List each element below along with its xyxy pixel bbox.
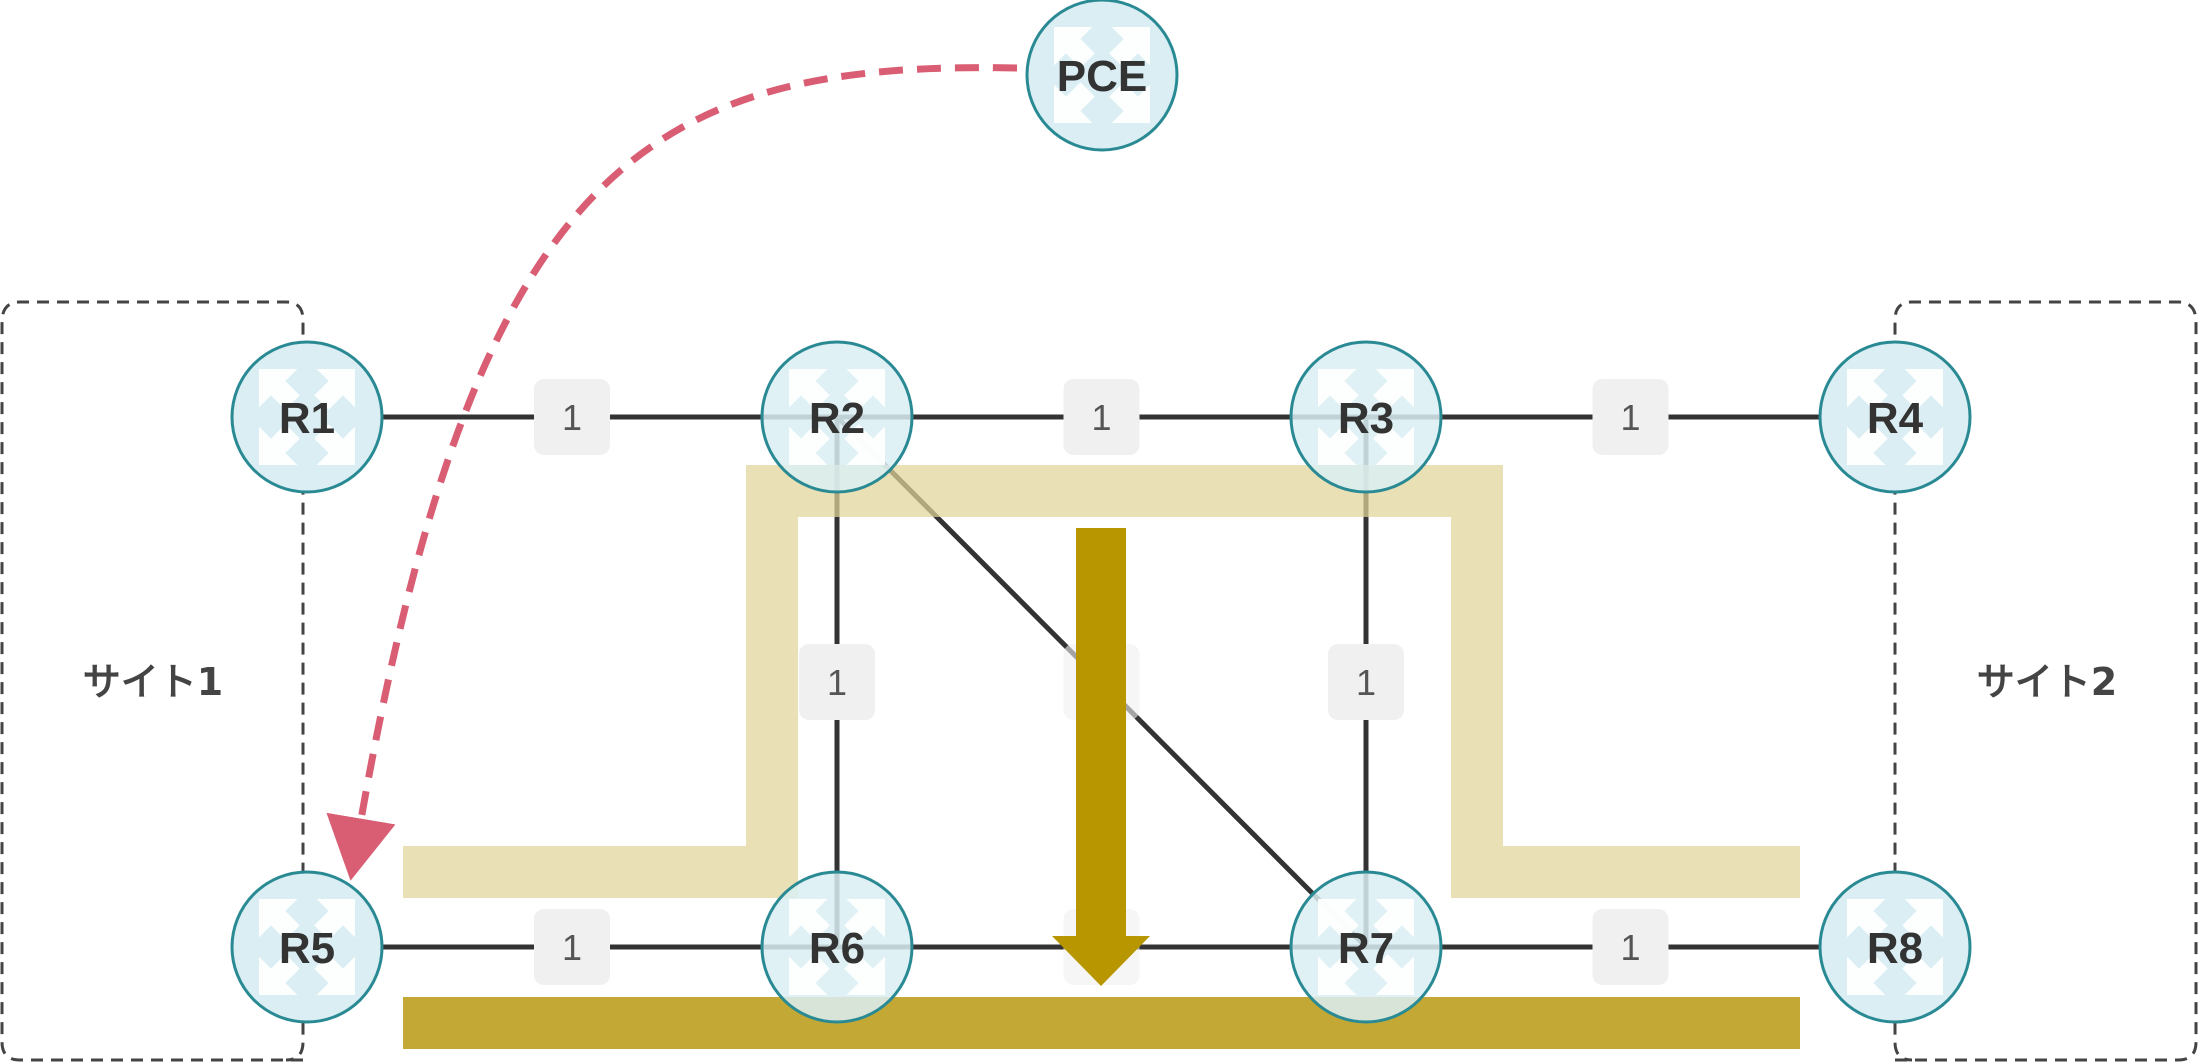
router-pce[interactable]: PCE: [1025, 0, 1179, 152]
router-label: R2: [809, 394, 865, 443]
router-label: R5: [279, 924, 335, 973]
shift-arrow: [1052, 528, 1150, 986]
router-label: R4: [1867, 394, 1924, 443]
router-r5[interactable]: R5: [230, 870, 384, 1024]
metric-box: [1328, 644, 1404, 720]
metric-label: 1: [827, 662, 847, 703]
metric-label: 1: [1356, 662, 1376, 703]
router-label: R6: [809, 924, 865, 973]
router-r1[interactable]: R1: [230, 340, 384, 494]
router-label: R7: [1338, 924, 1394, 973]
metric-box: [534, 909, 610, 985]
router-r6[interactable]: R6: [760, 870, 914, 1024]
router-label: R3: [1338, 394, 1394, 443]
metric-box: [1063, 379, 1140, 455]
pce-to-r5-arrow: [326, 64, 1018, 881]
router-label: PCE: [1057, 52, 1147, 101]
metric-label: 1: [1620, 927, 1640, 968]
primary-path-highlight: [403, 997, 1800, 1049]
site1-label: サイト1: [83, 660, 223, 704]
metric-label: 1: [562, 927, 582, 968]
path-highlights: [403, 465, 1800, 1049]
site-boundaries: サイト1 サイト2: [0, 300, 2198, 1062]
router-r8[interactable]: R8: [1818, 870, 1972, 1024]
shift-arrow-shaft: [1076, 528, 1126, 938]
router-r3[interactable]: R3: [1289, 340, 1443, 494]
router-r2[interactable]: R2: [760, 340, 914, 494]
site2-label: サイト2: [1977, 660, 2117, 704]
shift-arrow-head: [1052, 936, 1150, 986]
router-r7[interactable]: R7: [1289, 870, 1443, 1024]
alternate-path-highlight: [403, 465, 1800, 898]
site1-boundary: [0, 300, 305, 1062]
router-label: R1: [279, 394, 335, 443]
router-label: R8: [1867, 924, 1923, 973]
site2-boundary: [1893, 300, 2198, 1062]
metric-box: [799, 644, 875, 720]
metric-box: [1592, 379, 1669, 455]
router-r4[interactable]: R4: [1818, 340, 1972, 494]
metric-box: [534, 379, 610, 455]
metric-label: 1: [1620, 397, 1640, 438]
metric-box: [1592, 909, 1669, 985]
metric-label: 1: [562, 397, 582, 438]
metric-label: 1: [1091, 397, 1111, 438]
